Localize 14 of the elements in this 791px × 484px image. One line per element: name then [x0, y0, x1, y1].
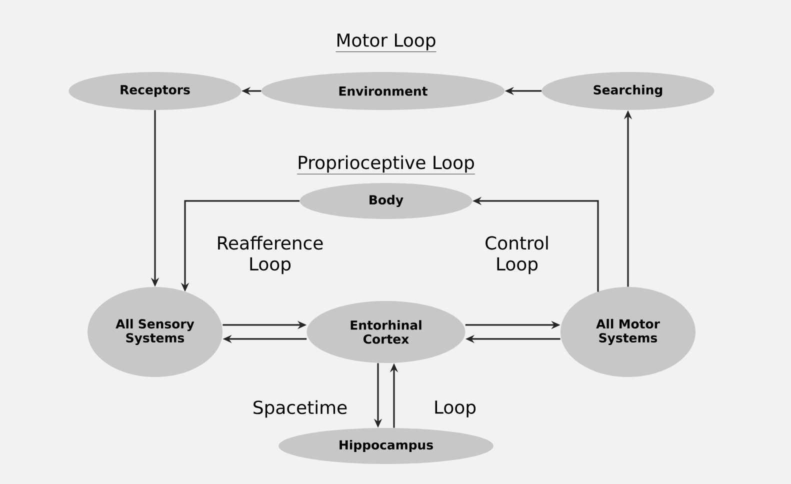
- heading: Motor Loop: [336, 34, 436, 52]
- loop-label: Control Loop: [486, 236, 548, 274]
- ellipse-node: All Sensory Systems: [88, 286, 222, 377]
- ellipse-node: All Motor Systems: [560, 286, 696, 377]
- heading: Proprioceptive Loop: [296, 155, 476, 174]
- ellipse-node: Entorhinal Cortex: [306, 300, 466, 363]
- ellipse-node: Body: [300, 182, 472, 219]
- ellipse-node: Searching: [542, 72, 714, 110]
- ellipse-node: Environment: [261, 72, 505, 110]
- loop-label: Spacetime: [254, 400, 347, 418]
- ellipse-node: Hippocampus: [278, 428, 494, 464]
- loop-label: Reafference Loop: [218, 236, 323, 274]
- loop-label: Loop: [435, 400, 476, 418]
- ellipse-node: Receptors: [68, 72, 242, 110]
